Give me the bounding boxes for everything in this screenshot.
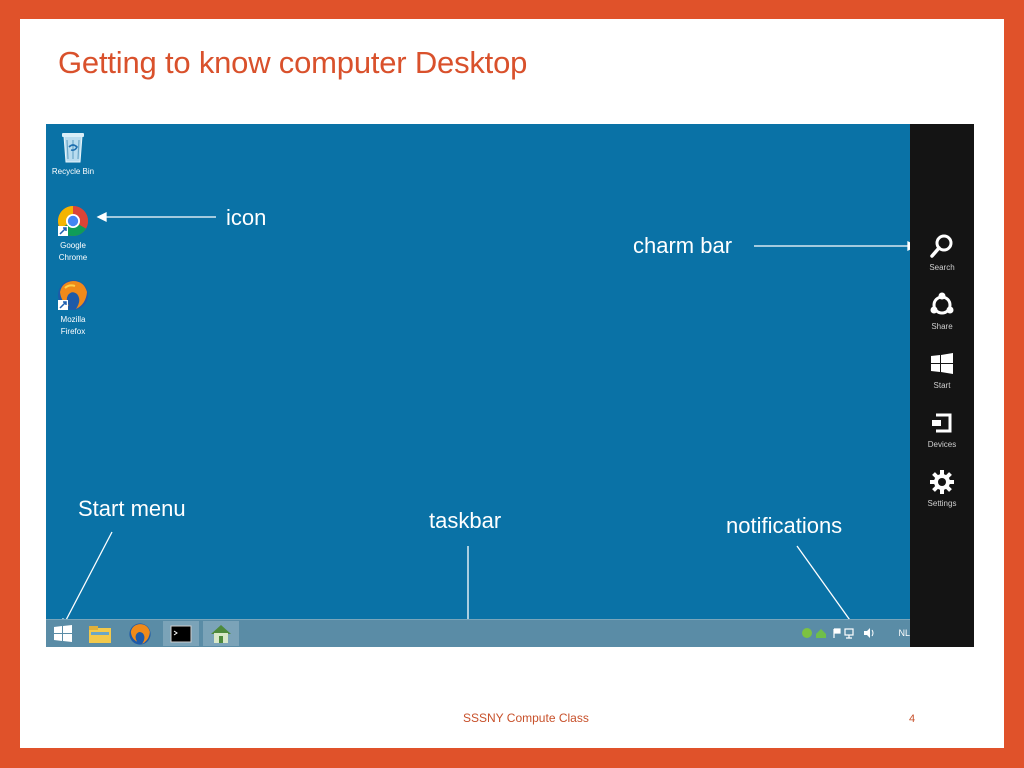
charm-share[interactable]: Share: [910, 291, 974, 331]
desktop-icon-firefox[interactable]: Mozilla Firefox: [46, 278, 103, 338]
annotation-arrows: [61, 211, 918, 639]
desktop-icon-label: Recycle Bin: [51, 167, 95, 176]
network-icon: [844, 628, 854, 636]
desktop-icon-recycle-bin[interactable]: Recycle Bin: [46, 128, 103, 178]
home-app-icon: [211, 625, 231, 643]
taskbar: NL: [46, 619, 910, 647]
desktop-icon-label: Mozilla Firefox: [60, 315, 86, 336]
command-prompt-icon: [170, 625, 192, 643]
charm-label: Share: [931, 322, 953, 331]
search-icon: [930, 234, 953, 258]
tray-icons: [802, 628, 874, 639]
desktop-icon-chrome[interactable]: Google Chrome: [46, 204, 103, 264]
desktop-icon-label: Google Chrome: [58, 241, 88, 262]
charm-settings[interactable]: Settings: [910, 468, 974, 508]
notification-area[interactable]: NL: [800, 620, 910, 647]
language-indicator[interactable]: NL: [898, 628, 910, 638]
tray-app-icon: [802, 628, 812, 638]
charm-label: Search: [929, 263, 955, 272]
windows-start-icon: [54, 625, 72, 642]
flag-icon: [833, 628, 841, 638]
taskbar-home-app[interactable]: [203, 621, 239, 646]
annotation-start-menu: Start menu: [78, 496, 186, 521]
devices-icon: [932, 413, 952, 433]
taskbar-file-explorer[interactable]: [85, 621, 115, 646]
charm-label: Start: [933, 381, 951, 390]
page-number: 4: [909, 713, 916, 725]
tray-home-icon: [816, 629, 826, 638]
charm-label: Devices: [927, 440, 957, 449]
annotation-charm-bar: charm bar: [633, 233, 733, 258]
taskbar-start-button[interactable]: [50, 621, 76, 646]
windows-icon: [931, 353, 953, 374]
annotation-taskbar: taskbar: [429, 508, 502, 533]
speaker-icon: [864, 628, 870, 638]
taskbar-command-prompt[interactable]: [163, 621, 199, 646]
recycle-bin-icon: [62, 133, 84, 163]
charm-devices[interactable]: Devices: [910, 409, 974, 449]
charm-label: Settings: [927, 499, 957, 508]
slide: Getting to know computer Desktop Recycle…: [20, 19, 1004, 748]
firefox-icon: [129, 623, 151, 645]
annotation-icon: icon: [226, 205, 267, 230]
footer-text: SSSNY Compute Class: [463, 711, 589, 725]
desktop-screenshot: Recycle Bin Google Chrome: [46, 124, 974, 647]
annotation-notifications: notifications: [726, 513, 843, 538]
charm-start[interactable]: Start: [910, 350, 974, 390]
chrome-icon: [57, 206, 89, 237]
charm-bar: Search Share Start: [910, 124, 974, 647]
share-icon: [930, 292, 954, 315]
file-explorer-icon: [89, 626, 111, 643]
charm-search[interactable]: Search: [910, 232, 974, 272]
slide-title: Getting to know computer Desktop: [58, 45, 528, 80]
gear-icon: [930, 470, 954, 494]
firefox-icon: [58, 280, 88, 310]
taskbar-firefox[interactable]: [125, 621, 155, 646]
